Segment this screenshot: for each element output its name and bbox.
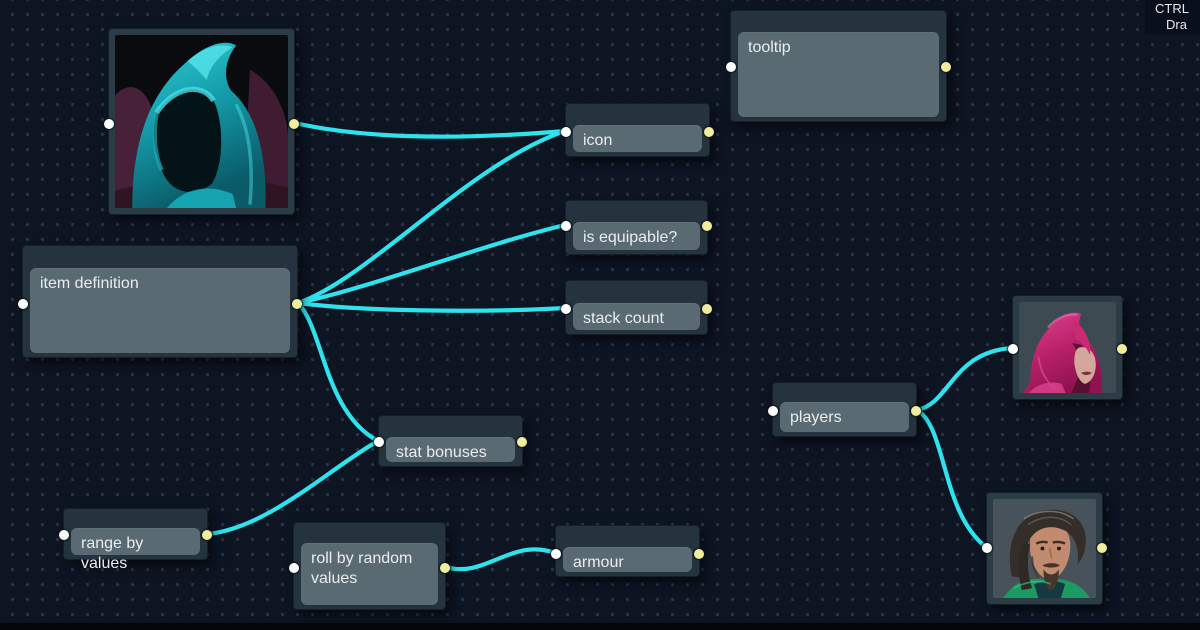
bearded-man-portrait-image	[993, 499, 1096, 598]
node-panel: armour	[563, 547, 692, 572]
node-label: roll by random values	[311, 550, 413, 587]
input-port[interactable]	[561, 304, 571, 314]
output-port[interactable]	[440, 563, 450, 573]
node-label: range by values	[81, 535, 144, 572]
help-overlay-line2: Dra	[1166, 17, 1187, 32]
input-port[interactable]	[18, 299, 28, 309]
input-port[interactable]	[289, 563, 299, 573]
wire-itemdef-stackcount[interactable]	[295, 300, 568, 313]
output-port[interactable]	[911, 406, 921, 416]
node-panel: stat bonuses	[386, 437, 515, 462]
node-panel: tooltip	[738, 32, 939, 117]
node-panel: players	[780, 402, 909, 432]
output-port[interactable]	[517, 437, 527, 447]
wire-roll-armour[interactable]	[443, 547, 558, 572]
node-panel: range by values	[71, 528, 200, 572]
help-overlay-line1: CTRL	[1155, 1, 1189, 16]
output-port[interactable]	[289, 119, 299, 129]
input-port[interactable]	[726, 62, 736, 72]
input-port[interactable]	[561, 221, 571, 231]
input-port[interactable]	[374, 437, 384, 447]
output-port[interactable]	[704, 127, 714, 137]
help-overlay: CTRL Dra	[1145, 0, 1200, 34]
node-item-image[interactable]	[104, 28, 299, 215]
node-label: icon	[583, 132, 613, 149]
input-port[interactable]	[551, 549, 561, 559]
output-port[interactable]	[292, 299, 302, 309]
wire-itemdef-isequipable[interactable]	[295, 222, 568, 306]
node-roll-by-random-values[interactable]: roll by random values	[289, 522, 450, 610]
node-label: armour	[573, 554, 624, 571]
node-label: tooltip	[748, 39, 791, 56]
pink-hooded-figure-image	[1019, 302, 1116, 393]
node-panel: roll by random values	[301, 543, 438, 605]
wire-range-statbonuses[interactable]	[205, 438, 381, 537]
node-item-definition[interactable]: item definition	[18, 245, 302, 358]
bottom-edge-bar	[0, 623, 1200, 630]
wire-itemimage-icon[interactable]	[292, 120, 568, 139]
node-panel: stack count	[573, 303, 700, 330]
node-label: item definition	[40, 275, 139, 292]
node-label: players	[790, 409, 842, 426]
output-port[interactable]	[694, 549, 704, 559]
output-port[interactable]	[702, 221, 712, 231]
output-port[interactable]	[202, 530, 212, 540]
node-is-equipable[interactable]: is equipable?	[561, 200, 712, 255]
output-port[interactable]	[702, 304, 712, 314]
input-port[interactable]	[59, 530, 69, 540]
node-stat-bonuses[interactable]: stat bonuses	[374, 415, 527, 467]
input-port[interactable]	[1008, 344, 1018, 354]
input-port[interactable]	[104, 119, 114, 129]
output-port[interactable]	[1117, 344, 1127, 354]
wire-players-man[interactable]	[914, 407, 989, 550]
node-panel: icon	[573, 125, 702, 152]
output-port[interactable]	[941, 62, 951, 72]
node-panel: item definition	[30, 268, 290, 353]
wire-itemdef-statbonuses[interactable]	[295, 300, 381, 444]
wire-itemdef-icon[interactable]	[295, 128, 568, 306]
node-player-image-pink[interactable]	[1008, 295, 1127, 400]
teal-hooded-cloak-image	[115, 35, 288, 208]
node-range-by-values[interactable]: range by values	[59, 508, 212, 572]
node-tooltip[interactable]: tooltip	[726, 10, 951, 122]
node-label: stack count	[583, 310, 664, 327]
wire-players-pink[interactable]	[914, 345, 1015, 413]
node-label: stat bonuses	[396, 444, 487, 461]
node-icon[interactable]: icon	[561, 103, 714, 157]
node-armour[interactable]: armour	[551, 525, 704, 577]
input-port[interactable]	[768, 406, 778, 416]
node-stack-count[interactable]: stack count	[561, 280, 712, 335]
node-label: is equipable?	[583, 229, 678, 246]
input-port[interactable]	[982, 543, 992, 553]
input-port[interactable]	[561, 127, 571, 137]
node-panel: is equipable?	[573, 222, 700, 250]
output-port[interactable]	[1097, 543, 1107, 553]
node-players[interactable]: players	[768, 382, 921, 437]
node-player-image-man[interactable]	[982, 492, 1107, 605]
